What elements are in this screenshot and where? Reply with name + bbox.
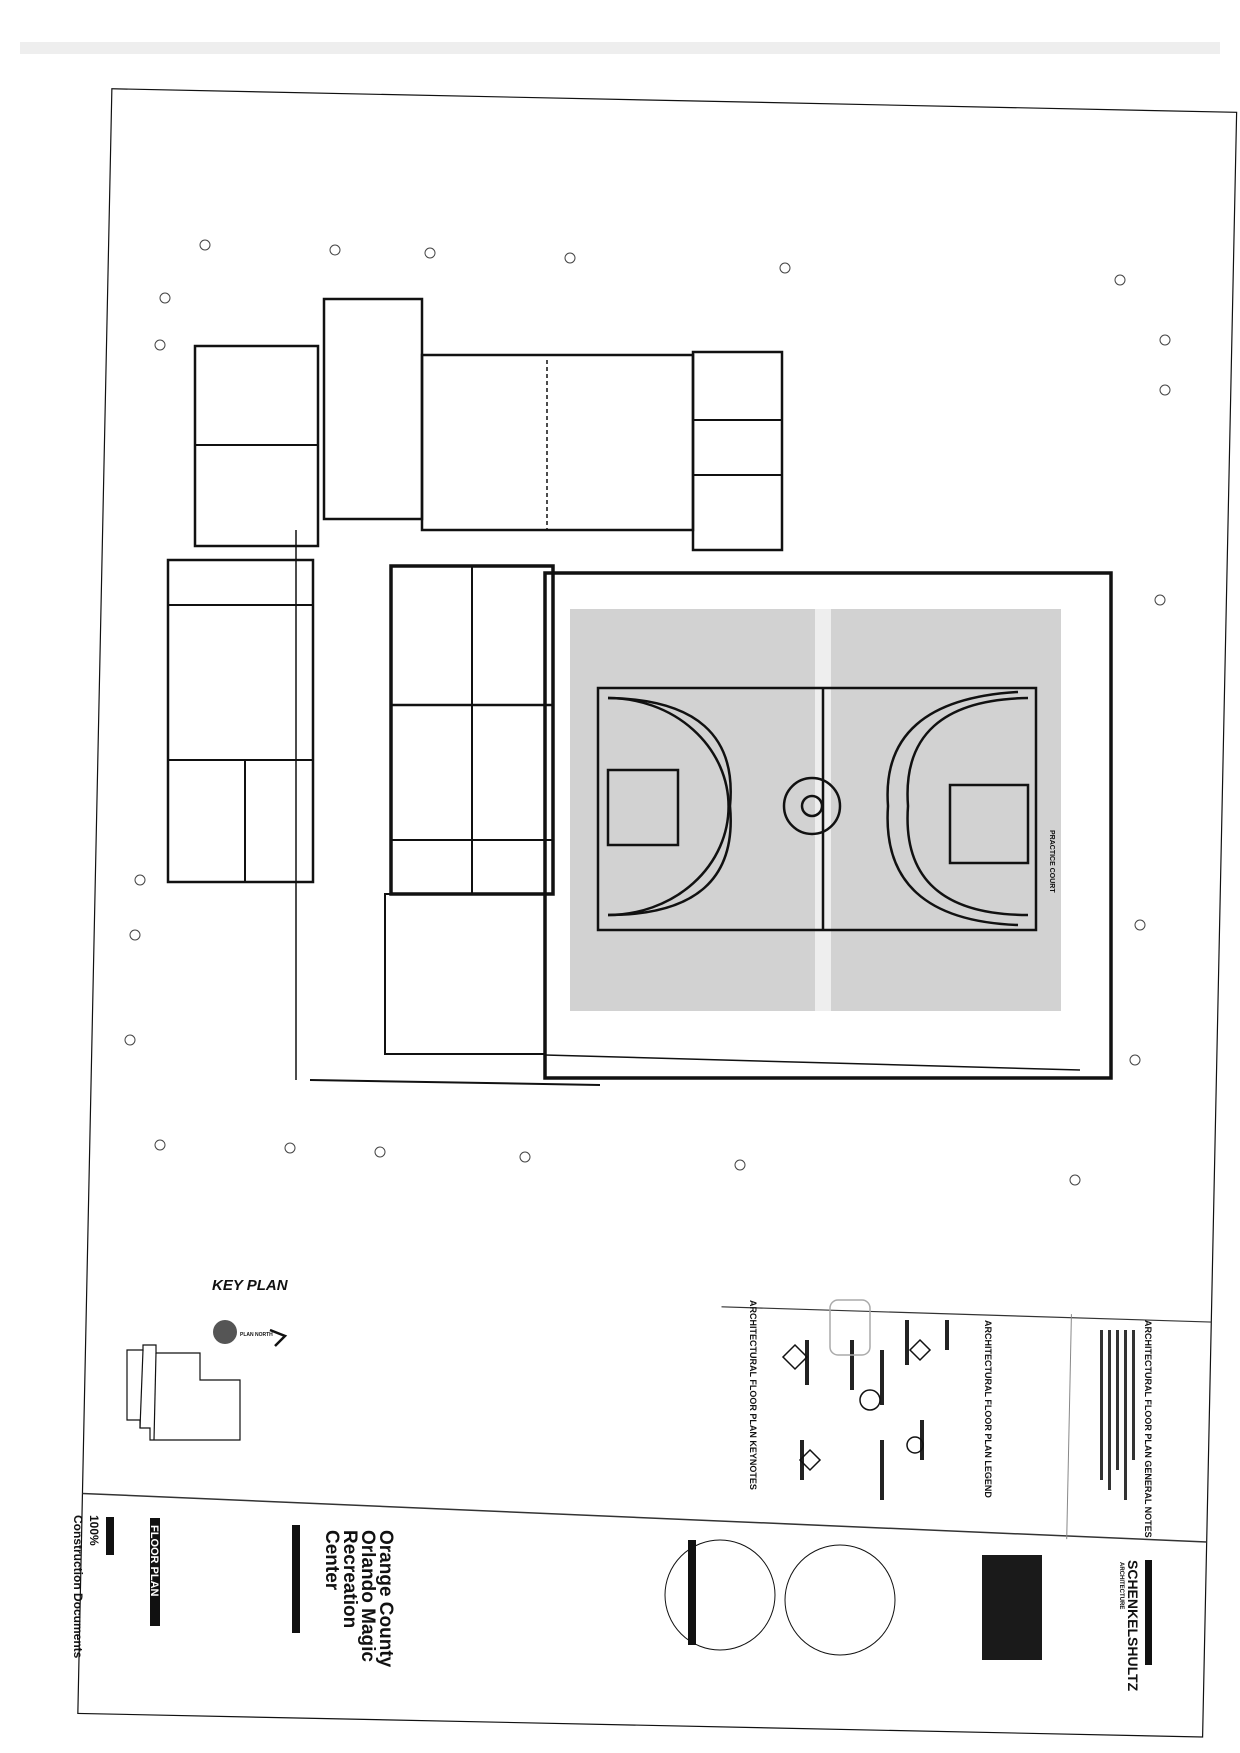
phase-percent: 100% — [87, 1515, 101, 1546]
architect-info-block — [982, 1555, 1042, 1660]
key-plan-title: KEY PLAN — [212, 1277, 289, 1294]
seal-circle — [664, 1539, 776, 1651]
keynotes-title: ARCHITECTURAL FLOOR PLAN KEYNOTES — [748, 1300, 758, 1490]
project-name-line: Recreation — [339, 1530, 360, 1628]
scan-edge — [20, 42, 1220, 54]
lobby-rooms — [384, 893, 546, 1055]
architect-logo: SCHENKELSHULTZ — [1125, 1560, 1141, 1692]
legend-title: ARCHITECTURAL FLOOR PLAN LEGEND — [983, 1320, 993, 1498]
north-arrow-icon — [213, 1320, 237, 1344]
project-name-line: Orlando Magic — [357, 1530, 378, 1662]
title-block: Orange County Orlando Magic Recreation C… — [71, 1515, 1152, 1692]
sheet-title: FLOOR PLAN — [148, 1525, 160, 1597]
north-label: PLAN NORTH — [240, 1332, 273, 1338]
basketball-court: PRACTICE COURT — [570, 609, 1061, 1011]
office-suite — [691, 350, 784, 552]
seal-circle — [784, 1544, 896, 1656]
west-wing-rooms — [166, 558, 315, 884]
sheet-border — [77, 88, 1238, 1738]
gymnasium — [543, 571, 1113, 1080]
phase-label: Construction Documents — [71, 1515, 85, 1659]
multipurpose-rooms — [420, 353, 695, 532]
gym-label: PRACTICE COURT — [1048, 830, 1055, 893]
project-name-line: Center — [321, 1530, 342, 1591]
project-name-line: Orange County — [375, 1530, 396, 1668]
grid-bubbles — [124, 239, 1171, 1186]
key-plan: KEY PLAN PLAN NORTH — [126, 1277, 289, 1441]
notes-panel: ARCHITECTURAL FLOOR PLAN GENERAL NOTES A… — [748, 1299, 1153, 1538]
key-plan-outline — [126, 1344, 241, 1441]
general-notes-title: ARCHITECTURAL FLOOR PLAN GENERAL NOTES — [1143, 1320, 1153, 1538]
weight-room — [322, 297, 424, 521]
building-plan — [166, 297, 1113, 1086]
architect-subtitle: ARCHITECTURE — [1118, 1562, 1124, 1609]
